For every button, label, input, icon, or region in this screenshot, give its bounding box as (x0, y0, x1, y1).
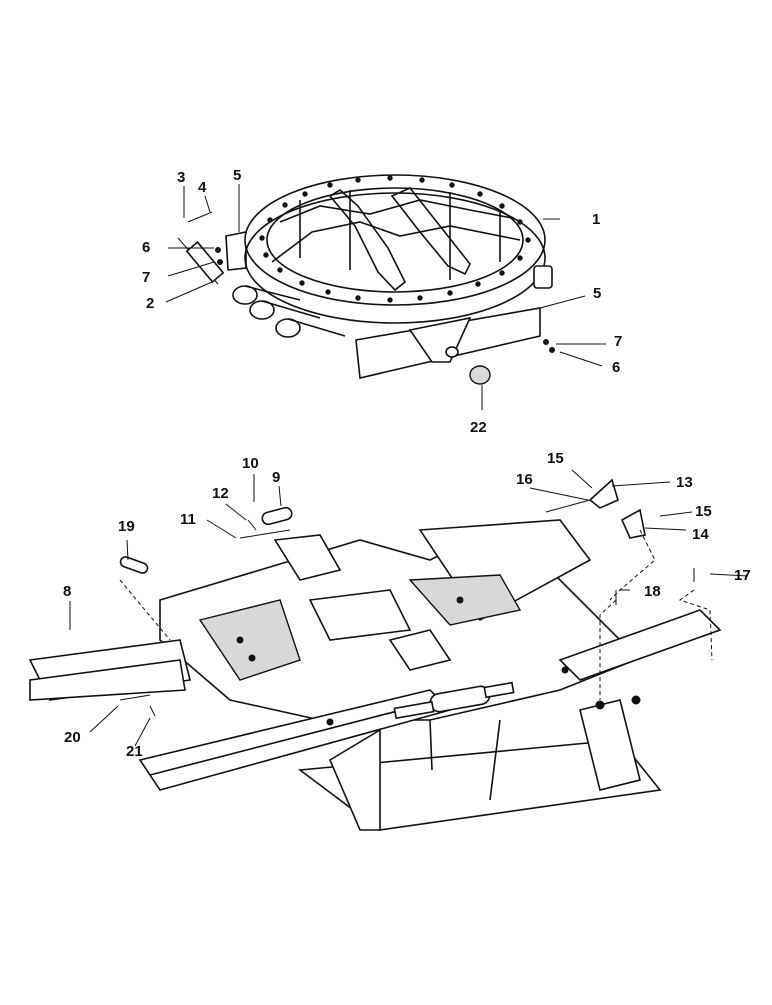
callout-13: 13 (676, 474, 693, 491)
callout-4: 4 (198, 179, 207, 196)
callout-19: 19 (118, 518, 135, 535)
callout-9: 9 (272, 469, 280, 486)
callout-15a: 15 (547, 450, 564, 467)
callout-21: 21 (126, 743, 143, 760)
callout-22: 22 (470, 419, 487, 436)
callout-6b: 6 (612, 359, 620, 376)
callout-7a: 7 (142, 269, 150, 286)
callout-5b: 5 (593, 285, 601, 302)
callout-6a: 6 (142, 239, 150, 256)
callout-10: 10 (242, 455, 259, 472)
callout-16: 16 (516, 471, 533, 488)
callout-15b: 15 (695, 503, 712, 520)
callout-20: 20 (64, 729, 81, 746)
callout-leader-lines (69, 184, 749, 747)
callout-5a: 5 (233, 167, 241, 184)
turntable-ring-assembly (177, 174, 555, 385)
callout-1: 1 (592, 211, 600, 228)
main-frame-assembly (28, 478, 722, 831)
callout-8: 8 (63, 583, 71, 600)
callout-17: 17 (734, 567, 751, 584)
callout-11: 11 (180, 511, 196, 528)
callout-labels: 1 2 3 4 5 5 6 6 7 7 8 9 10 11 12 13 14 1… (63, 167, 751, 760)
callout-18: 18 (644, 583, 661, 600)
callout-14: 14 (692, 526, 709, 543)
callout-3: 3 (177, 169, 185, 186)
callout-12: 12 (212, 485, 229, 502)
callout-2: 2 (146, 295, 154, 312)
callout-7b: 7 (614, 333, 622, 350)
